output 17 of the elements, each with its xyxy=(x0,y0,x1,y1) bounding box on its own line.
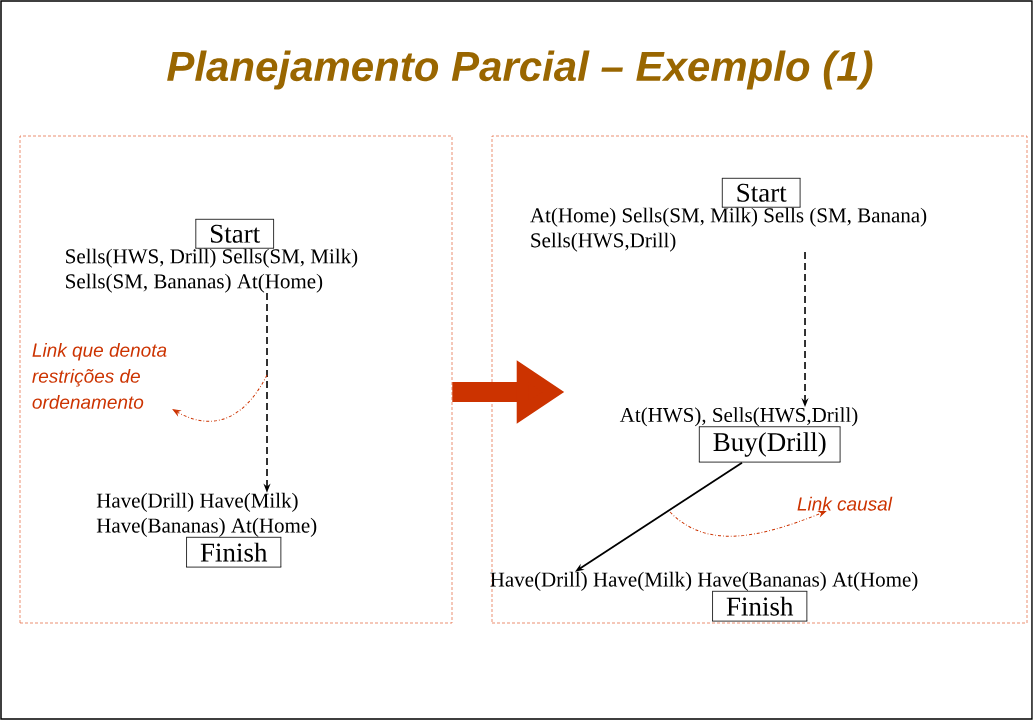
leader-line xyxy=(669,510,826,537)
action-box: Finish xyxy=(711,590,808,622)
action-box: Start xyxy=(721,177,801,208)
dashed-panel xyxy=(19,135,453,624)
condition-text: At(Home) Sells(SM, Milk) Sells (SM, Banana) Sells(HWS,Drill) xyxy=(530,207,927,252)
condition-text: Have(Drill) Have(Milk) Have(Bananas) At(Home) xyxy=(96,492,317,537)
condition-text: At(HWS), Sells(HWS,Drill) xyxy=(619,407,858,427)
action-box: Start xyxy=(195,218,275,249)
action-box: Finish xyxy=(185,536,282,568)
dashed-panel xyxy=(491,135,1028,624)
leader-line xyxy=(172,374,268,422)
condition-text: Sells(HWS, Drill) Sells(SM, Milk) Sells(SM, Bananas) At(Home) xyxy=(66,248,358,293)
condition-text: Have(Drill) Have(Milk) Have(Bananas) At(Home) xyxy=(490,571,918,591)
annotation-text: Link que denota restrições de ordenamento xyxy=(32,342,167,409)
title: Planejamento Parcial – Exemplo (1) xyxy=(167,50,873,90)
action-box: Buy(Drill) xyxy=(698,426,841,463)
annotation-text: Link causal xyxy=(797,496,893,511)
